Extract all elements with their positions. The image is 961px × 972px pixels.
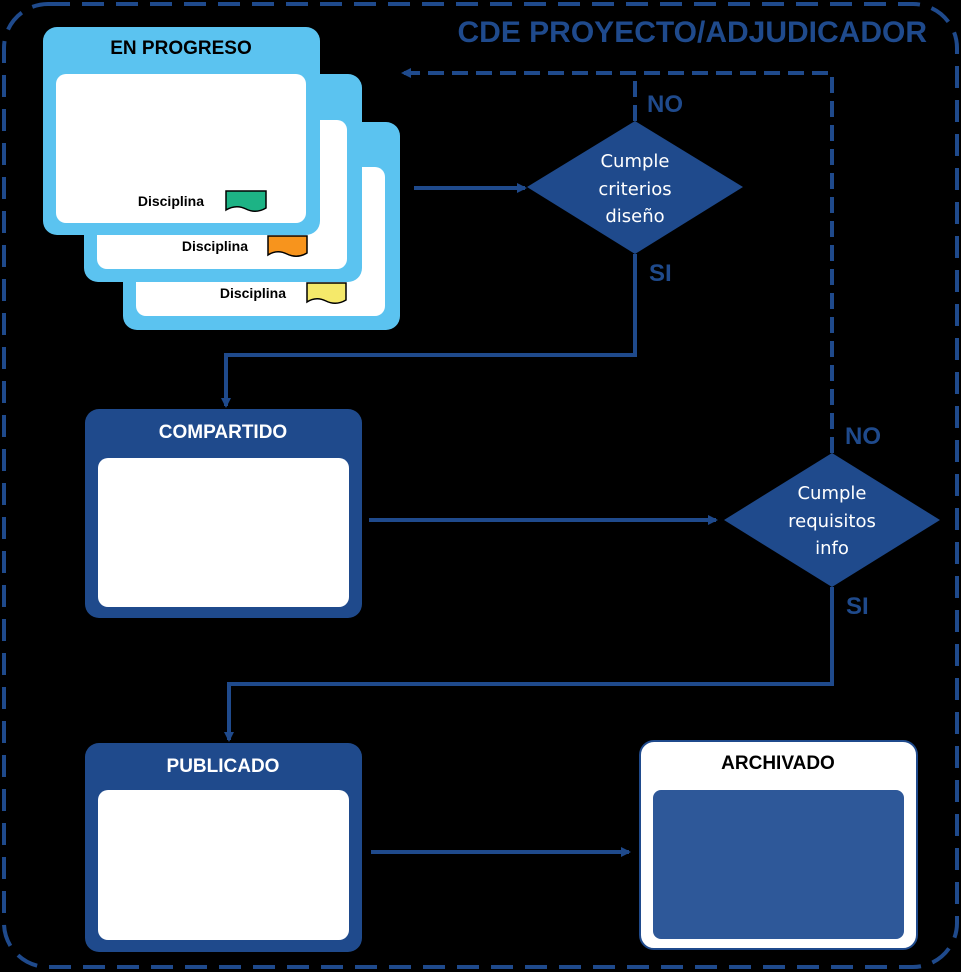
discipline-label-1: Disciplina bbox=[138, 193, 204, 209]
decision-design-line-1: Cumple bbox=[600, 151, 669, 172]
arrow-left-icon bbox=[401, 68, 834, 453]
state-archived: ARCHIVADO bbox=[639, 740, 918, 950]
decision-design-line-2: criterios bbox=[598, 179, 671, 200]
decision-info-no-label: NO bbox=[845, 423, 881, 450]
arrow-down-icon bbox=[224, 587, 834, 742]
state-in-progress: EN PROGRESO Disciplina Disciplina Discip… bbox=[43, 27, 400, 330]
state-published: PUBLICADO bbox=[85, 743, 362, 952]
discipline-label-2: Disciplina bbox=[182, 238, 248, 254]
state-in-progress-title: EN PROGRESO bbox=[110, 38, 251, 59]
discipline-label-3: Disciplina bbox=[220, 285, 286, 301]
decision-info-line-2: requisitos bbox=[788, 511, 876, 532]
flag-icon bbox=[225, 190, 267, 212]
decision-info-line-3: info bbox=[815, 538, 849, 559]
decision-design-line-3: diseño bbox=[605, 206, 664, 227]
decision-info: Cumple requisitos info bbox=[724, 453, 940, 587]
state-shared: COMPARTIDO bbox=[85, 409, 362, 618]
decision-design-no-label: NO bbox=[647, 91, 683, 118]
decision-info-yes-label: SI bbox=[846, 593, 869, 620]
decision-info-line-1: Cumple bbox=[797, 483, 866, 504]
state-published-title: PUBLICADO bbox=[167, 756, 280, 777]
diagram-title: CDE PROYECTO/ADJUDICADOR bbox=[458, 16, 928, 49]
state-shared-title: COMPARTIDO bbox=[159, 422, 287, 443]
flag-icon bbox=[306, 282, 347, 304]
state-archived-title: ARCHIVADO bbox=[721, 753, 835, 774]
decision-design: Cumple criterios diseño bbox=[527, 121, 743, 254]
flag-icon bbox=[267, 235, 308, 257]
decision-design-yes-label: SI bbox=[649, 260, 672, 287]
arrow-down-icon bbox=[221, 254, 637, 408]
